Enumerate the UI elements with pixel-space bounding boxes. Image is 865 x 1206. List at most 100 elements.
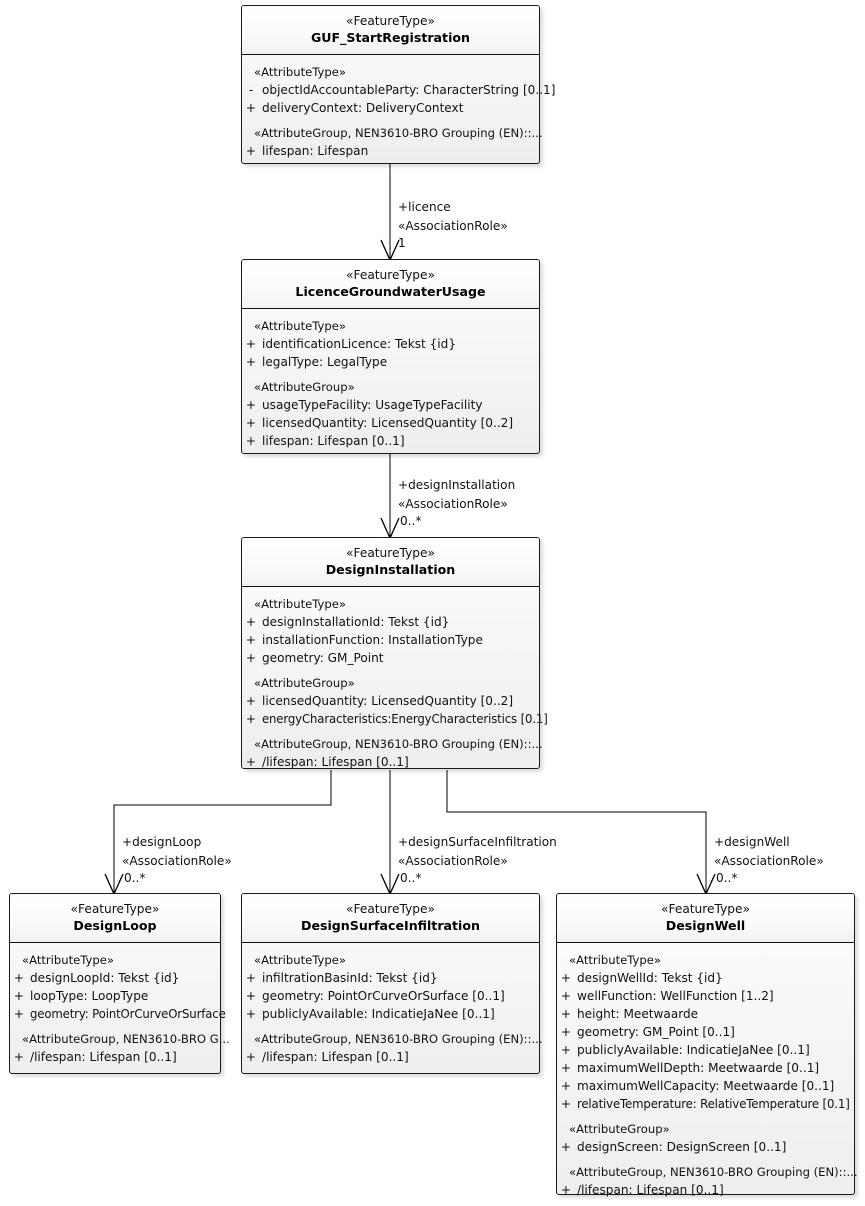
attribute-row[interactable]: + usageTypeFacility: UsageTypeFacility	[242, 396, 539, 414]
attribute-row[interactable]: + installationFunction: InstallationType	[242, 631, 539, 649]
attribute-row[interactable]: + legalType: LegalType	[242, 353, 539, 371]
class-attribute-compartment: «AttributeType» + identificationLicence:…	[242, 309, 539, 458]
attribute-row[interactable]: + loopType: LoopType	[10, 987, 220, 1005]
association-role-name: +designLoop	[122, 835, 202, 849]
visibility-marker: +	[245, 633, 257, 647]
attribute-group-label: «AttributeGroup, NEN3610-BRO Grouping (E…	[569, 1165, 858, 1179]
association-label-designinstallation: +designInstallation «AssociationRole»	[398, 476, 515, 514]
attribute-group-label: «AttributeType»	[254, 597, 347, 611]
attribute-row[interactable]: + height: Meetwaarde	[557, 1005, 854, 1023]
association-label-designloop: +designLoop «AssociationRole»	[122, 833, 232, 871]
group-spacer	[242, 667, 539, 674]
attribute-row[interactable]: + wellFunction: WellFunction [1..2]	[557, 987, 854, 1005]
attribute-group-label: «AttributeType»	[254, 953, 347, 967]
attribute-signature: /lifespan: Lifespan [0..1]	[30, 1050, 177, 1064]
association-stereotype: «AssociationRole»	[398, 854, 508, 868]
visibility-marker: +	[560, 1061, 572, 1075]
association-multiplicity-designwell: 0..*	[716, 871, 738, 885]
attribute-row[interactable]: + publiclyAvailable: IndicatieJaNee [0..…	[557, 1041, 854, 1059]
association-label-designwell: +designWell «AssociationRole»	[714, 833, 824, 871]
attribute-group-label: «AttributeGroup»	[254, 380, 355, 394]
attribute-row[interactable]: + lifespan: Lifespan [0..1]	[242, 432, 539, 450]
attribute-signature: wellFunction: WellFunction [1..2]	[577, 989, 774, 1003]
class-stereotype: «FeatureType»	[346, 902, 435, 916]
attribute-signature: geometry: GM_Point [0..1]	[577, 1025, 735, 1039]
visibility-marker: +	[245, 398, 257, 412]
class-header: «FeatureType» DesignLoop	[10, 894, 220, 943]
attribute-group-label: «AttributeGroup, NEN3610-BRO G...	[22, 1032, 230, 1046]
group-spacer	[242, 1023, 539, 1030]
visibility-marker: +	[560, 989, 572, 1003]
visibility-marker: +	[245, 755, 257, 769]
visibility-marker: +	[560, 1183, 572, 1197]
attribute-signature: installationFunction: InstallationType	[262, 633, 483, 647]
association-multiplicity-licence: 1	[398, 236, 406, 250]
attribute-row[interactable]: + /lifespan: Lifespan [0..1]	[242, 1048, 539, 1066]
attribute-signature: designLoopId: Tekst {id}	[30, 971, 180, 985]
attribute-signature: relativeTemperature: RelativeTemperature…	[576, 1097, 850, 1111]
attribute-row[interactable]: + geometry: PointOrCurveOrSurface	[10, 1005, 226, 1023]
class-header: «FeatureType» LicenceGroundwaterUsage	[242, 260, 539, 309]
group-spacer	[242, 371, 539, 378]
attribute-row[interactable]: + geometry: GM_Point	[242, 649, 539, 667]
attribute-row[interactable]: + identificationLicence: Tekst {id}	[242, 335, 539, 353]
attribute-row[interactable]: + lifespan: Lifespan	[242, 142, 539, 160]
attribute-row[interactable]: + licensedQuantity: LicensedQuantity [0.…	[242, 414, 539, 432]
group-spacer	[10, 1023, 220, 1030]
attribute-row[interactable]: + maximumWellDepth: Meetwaarde [0..1]	[557, 1059, 854, 1077]
class-box-guf-startregistration[interactable]: «FeatureType» GUF_StartRegistration «Att…	[241, 5, 556, 164]
class-box-designloop[interactable]: «FeatureType» DesignLoop «AttributeType»…	[9, 893, 230, 1074]
attribute-row[interactable]: + deliveryContext: DeliveryContext	[242, 99, 539, 117]
class-box-licencegroundwaterusage[interactable]: «FeatureType» LicenceGroundwaterUsage «A…	[241, 259, 540, 454]
association-label-designsurfaceinfiltration: +designSurfaceInfiltration «AssociationR…	[398, 833, 557, 871]
attribute-row[interactable]: + publiclyAvailable: IndicatieJaNee [0..…	[242, 1005, 539, 1023]
arrowhead-designwell	[696, 873, 716, 896]
attribute-row[interactable]: + /lifespan: Lifespan [0..1]	[10, 1048, 220, 1066]
association-stereotype: «AssociationRole»	[398, 497, 508, 511]
attribute-row[interactable]: + maximumWellCapacity: Meetwaarde [0..1]	[557, 1077, 854, 1095]
attribute-row[interactable]: + licensedQuantity: LicensedQuantity [0.…	[242, 692, 539, 710]
group-spacer	[557, 1113, 854, 1120]
attribute-group-label: «AttributeGroup, NEN3610-BRO Grouping (E…	[254, 126, 543, 140]
attribute-row[interactable]: + designInstallationId: Tekst {id}	[242, 613, 539, 631]
attribute-row[interactable]: + energyCharacteristics:EnergyCharacteri…	[242, 710, 548, 728]
attribute-signature: identificationLicence: Tekst {id}	[262, 337, 457, 351]
attribute-row[interactable]: + geometry: PointOrCurveOrSurface [0..1]	[242, 987, 539, 1005]
attribute-row[interactable]: - objectIdAccountableParty: CharacterStr…	[242, 81, 556, 99]
attribute-signature: loopType: LoopType	[30, 989, 149, 1003]
attribute-row[interactable]: + designScreen: DesignScreen [0..1]	[557, 1138, 854, 1156]
attribute-row[interactable]: + designLoopId: Tekst {id}	[10, 969, 220, 987]
class-attribute-compartment: «AttributeType» + designWellId: Tekst {i…	[557, 943, 858, 1206]
class-header: «FeatureType» GUF_StartRegistration	[242, 6, 539, 55]
attribute-row[interactable]: + geometry: GM_Point [0..1]	[557, 1023, 854, 1041]
visibility-marker: +	[560, 1097, 572, 1111]
class-name: DesignSurfaceInfiltration	[300, 918, 480, 933]
attribute-signature: licensedQuantity: LicensedQuantity [0..2…	[262, 694, 514, 708]
attribute-signature: infiltrationBasinId: Tekst {id}	[262, 971, 438, 985]
attribute-signature: geometry: PointOrCurveOrSurface	[29, 1007, 226, 1021]
attribute-signature: maximumWellDepth: Meetwaarde [0..1]	[577, 1061, 820, 1075]
attribute-row[interactable]: + relativeTemperature: RelativeTemperatu…	[557, 1095, 854, 1113]
attribute-row[interactable]: + infiltrationBasinId: Tekst {id}	[242, 969, 539, 987]
attribute-row[interactable]: + designWellId: Tekst {id}	[557, 969, 854, 987]
group-spacer	[242, 728, 539, 735]
attribute-signature: geometry: GM_Point	[262, 651, 384, 665]
class-name: GUF_StartRegistration	[310, 30, 471, 45]
attribute-row[interactable]: + /lifespan: Lifespan [0..1]	[557, 1181, 854, 1199]
attribute-signature: /lifespan: Lifespan [0..1]	[262, 755, 409, 769]
association-stereotype: «AssociationRole»	[714, 854, 824, 868]
class-box-designwell[interactable]: «FeatureType» DesignWell «AttributeType»…	[556, 893, 858, 1197]
attribute-signature: maximumWellCapacity: Meetwaarde [0..1]	[577, 1079, 835, 1093]
attribute-group-label: «AttributeType»	[569, 953, 662, 967]
class-box-designinstallation[interactable]: «FeatureType» DesignInstallation «Attrib…	[241, 537, 548, 771]
class-stereotype: «FeatureType»	[661, 902, 750, 916]
attribute-signature: legalType: LegalType	[262, 355, 388, 369]
attribute-row[interactable]: + /lifespan: Lifespan [0..1]	[242, 753, 539, 771]
visibility-marker: +	[245, 989, 257, 1003]
attribute-signature: designScreen: DesignScreen [0..1]	[577, 1140, 787, 1154]
attribute-group-label: «AttributeType»	[22, 953, 115, 967]
class-box-designsurfaceinfiltration[interactable]: «FeatureType» DesignSurfaceInfiltration …	[241, 893, 543, 1074]
visibility-marker: +	[560, 971, 572, 985]
association-role-name: +designSurfaceInfiltration	[398, 835, 557, 849]
